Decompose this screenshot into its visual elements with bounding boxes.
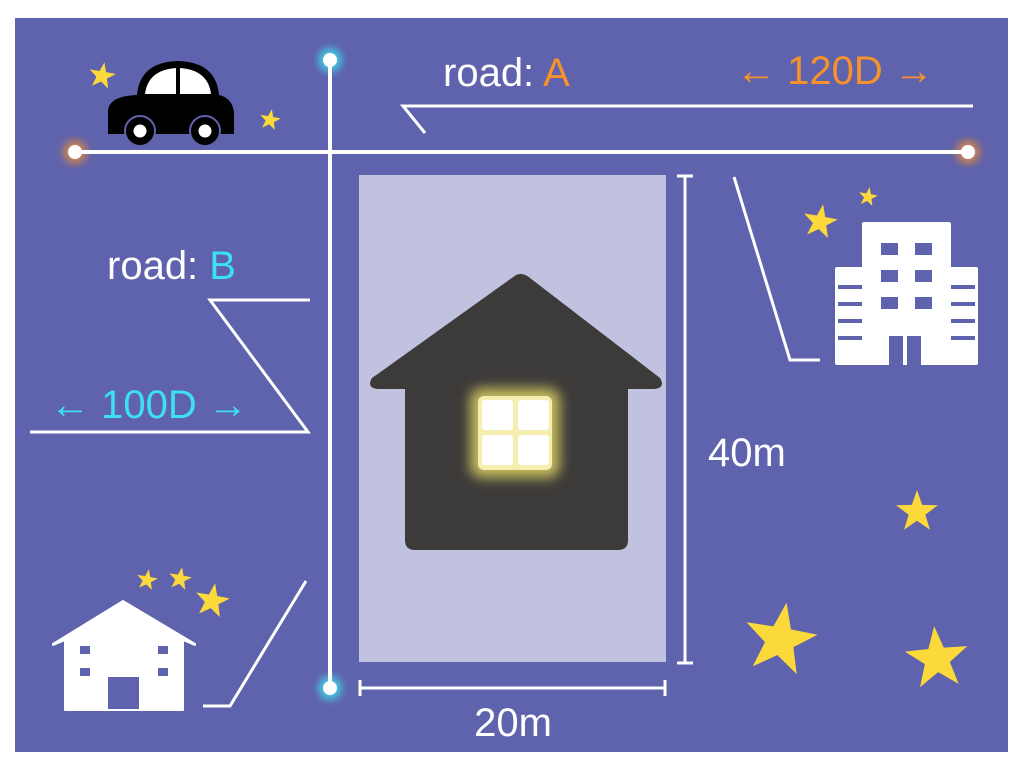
small-house-icon	[52, 600, 196, 711]
road-b-line	[318, 48, 342, 700]
building-icon	[835, 222, 978, 365]
small-house-leader	[203, 580, 308, 708]
depth-dimension	[677, 174, 693, 665]
road-a-label: road: A	[443, 51, 570, 95]
road-b-leader	[30, 298, 311, 434]
car-icon	[108, 61, 234, 147]
building-leader	[732, 176, 820, 362]
road-a-line	[63, 140, 980, 164]
road-a-leader	[399, 104, 973, 134]
road-a-width: ← 120D →	[736, 49, 934, 93]
house-icon	[370, 274, 662, 550]
lot-depth-label: 40m	[708, 431, 786, 475]
lot-width-label: 20m	[474, 701, 552, 745]
road-b-label: road: B	[107, 244, 236, 288]
road-b-width: ← 100D →	[50, 383, 248, 427]
width-dimension	[358, 680, 667, 696]
